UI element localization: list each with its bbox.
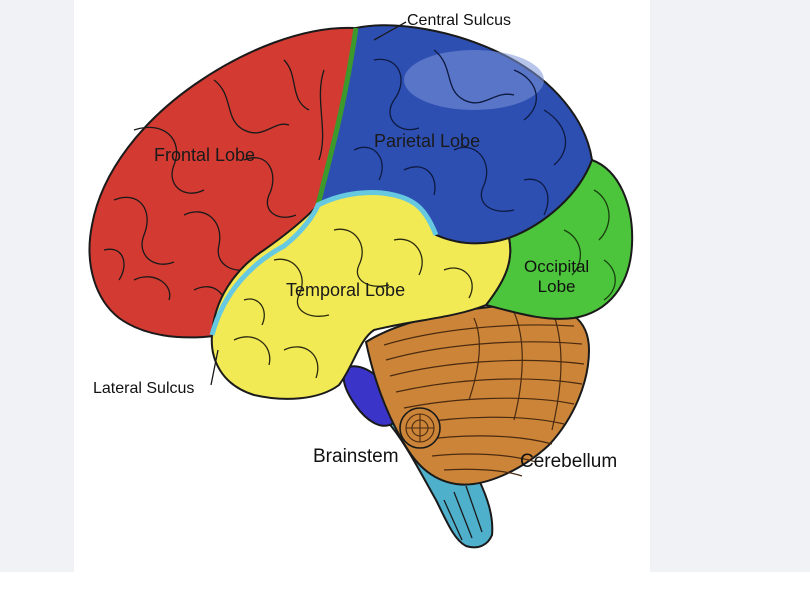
brain-diagram xyxy=(88,21,634,549)
occipital-lobe-label-line1: Occipital xyxy=(524,257,590,276)
lateral-sulcus-leader xyxy=(210,349,219,386)
brain-diagram-panel: Central Sulcus Frontal Lobe Parietal Lob… xyxy=(74,0,650,572)
occipital-lobe-label: Occipital Lobe xyxy=(524,257,589,298)
central-sulcus-line xyxy=(315,27,359,206)
lateral-sulcus-label: Lateral Sulcus xyxy=(93,380,195,397)
occipital-lobe-region xyxy=(484,158,634,320)
frontal-lobe-label: Frontal Lobe xyxy=(154,145,256,165)
cerebellum-label: Cerebellum xyxy=(520,451,618,472)
bottom-strip xyxy=(0,572,810,591)
parietal-lobe-label: Parietal Lobe xyxy=(374,131,481,151)
central-sulcus-label: Central Sulcus xyxy=(407,12,512,29)
occipital-lobe-label-line2: Lobe xyxy=(537,277,576,297)
temporal-lobe-label: Temporal Lobe xyxy=(286,280,406,300)
central-sulcus-leader xyxy=(373,21,407,41)
lateral-sulcus-line xyxy=(209,189,439,336)
brainstem-label: Brainstem xyxy=(313,446,399,467)
